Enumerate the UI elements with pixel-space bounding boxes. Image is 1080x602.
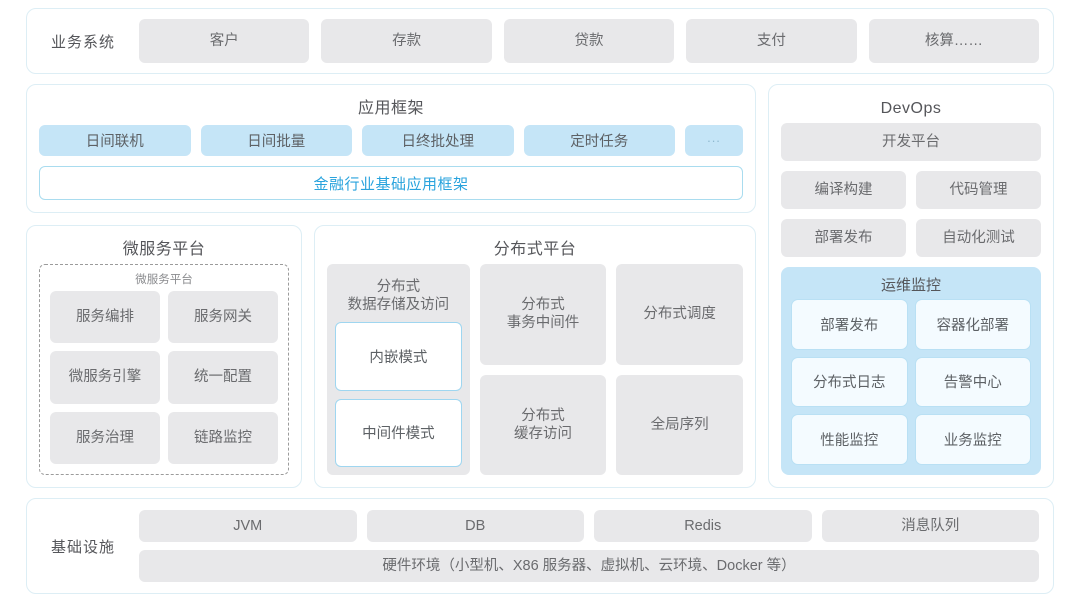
dist-chip-global-sequence[interactable]: 全局序列	[616, 374, 744, 475]
ops-monitoring-box: 运维监控 部署发布 容器化部署 分布式日志 告警中心 性能监控 业务监控	[781, 267, 1041, 475]
ops-chip-alert-center[interactable]: 告警中心	[914, 356, 1031, 408]
devops-chip-compile-build[interactable]: 编译构建	[781, 171, 906, 209]
ops-monitoring-title: 运维监控	[880, 277, 941, 294]
distributed-body: 分布式 数据存储及访问 内嵌模式 中间件模式 分布式 事务中间件 分布式 缓存访…	[327, 264, 744, 475]
app-framework-tag-row: 日间联机 日间批量 日终批处理 定时任务 ...	[39, 125, 743, 156]
ops-chip-distributed-logs[interactable]: 分布式日志	[791, 356, 908, 408]
infra-chip-message-queue[interactable]: 消息队列	[821, 510, 1039, 542]
dist-mode-middleware[interactable]: 中间件模式	[335, 398, 462, 467]
infrastructure-chip-row: JVM DB Redis 消息队列	[139, 510, 1039, 542]
business-system-label: 业务系统	[50, 33, 115, 51]
app-framework-panel: 应用框架 日间联机 日间批量 日终批处理 定时任务 ... 金融行业基础应用框架	[26, 84, 756, 213]
distributed-platform-title: 分布式平台	[493, 241, 577, 258]
app-tag-more[interactable]: ...	[685, 125, 743, 156]
ms-chip-service-orchestration[interactable]: 服务编排	[50, 291, 160, 344]
microservice-platform-title: 微服务平台	[122, 241, 206, 258]
microservice-dashed-box: 微服务平台 服务编排 服务网关 微服务引擎 统一配置 服务治理 链路监控	[39, 264, 289, 475]
ms-chip-microservice-engine[interactable]: 微服务引擎	[50, 351, 160, 404]
dist-chip-transaction-middleware[interactable]: 分布式 事务中间件	[479, 264, 607, 365]
business-chip-customer[interactable]: 客户	[139, 19, 310, 63]
dist-card-data-storage-access[interactable]: 分布式 数据存储及访问 内嵌模式 中间件模式	[327, 264, 470, 475]
devops-title: DevOps	[880, 100, 942, 117]
dist-chip-scheduling[interactable]: 分布式调度	[616, 264, 744, 365]
app-tag-daytime-batch[interactable]: 日间批量	[200, 125, 352, 156]
distributed-platform-panel: 分布式平台 分布式 数据存储及访问 内嵌模式 中间件模式 分布式 事务中间件 分…	[314, 225, 756, 488]
ms-chip-unified-config[interactable]: 统一配置	[168, 351, 278, 404]
infrastructure-hardware-row: 硬件环境（小型机、X86 服务器、虚拟机、云环境、Docker 等）	[139, 550, 1039, 582]
ops-chip-containerized-deploy[interactable]: 容器化部署	[914, 299, 1031, 350]
infrastructure-section: 基础设施 JVM DB Redis 消息队列 硬件环境（小型机、X86 服务器、…	[26, 498, 1054, 594]
ops-monitoring-grid: 部署发布 容器化部署 分布式日志 告警中心 性能监控 业务监控	[791, 299, 1031, 465]
business-chip-loan[interactable]: 贷款	[503, 19, 675, 63]
ms-chip-link-monitoring[interactable]: 链路监控	[168, 411, 278, 464]
business-chip-payment[interactable]: 支付	[686, 19, 857, 63]
middle-zone: 应用框架 日间联机 日间批量 日终批处理 定时任务 ... 金融行业基础应用框架…	[26, 84, 1054, 488]
ellipsis-icon: ...	[707, 130, 721, 145]
devops-pair-row-2: 部署发布 自动化测试	[781, 219, 1041, 257]
devops-chip-deploy-release[interactable]: 部署发布	[781, 219, 906, 257]
business-system-chip-row: 客户 存款 贷款 支付 核算……	[139, 19, 1040, 63]
ops-chip-performance-monitoring[interactable]: 性能监控	[791, 414, 908, 465]
dist-column-right: 分布式调度 全局序列	[616, 264, 744, 475]
ms-chip-service-gateway[interactable]: 服务网关	[168, 291, 278, 344]
dist-mode-embedded[interactable]: 内嵌模式	[335, 322, 462, 391]
dist-card-data-storage-caption: 分布式 数据存储及访问	[347, 279, 450, 314]
middle-left-column: 应用框架 日间联机 日间批量 日终批处理 定时任务 ... 金融行业基础应用框架…	[26, 84, 756, 488]
devops-pair-row-1: 编译构建 代码管理	[781, 171, 1041, 209]
ops-chip-deploy-release[interactable]: 部署发布	[791, 299, 908, 350]
microservice-item-grid: 服务编排 服务网关 微服务引擎 统一配置 服务治理 链路监控	[50, 291, 278, 464]
infra-chip-redis[interactable]: Redis	[594, 510, 812, 542]
devops-chip-code-management[interactable]: 代码管理	[916, 171, 1041, 209]
app-tag-eod-batch[interactable]: 日终批处理	[362, 125, 514, 156]
dist-column-middle: 分布式 事务中间件 分布式 缓存访问	[479, 264, 607, 475]
ops-chip-business-monitoring[interactable]: 业务监控	[914, 414, 1031, 465]
infra-chip-jvm[interactable]: JVM	[139, 510, 357, 542]
app-tag-daytime-online[interactable]: 日间联机	[39, 125, 191, 156]
business-system-section: 业务系统 客户 存款 贷款 支付 核算……	[26, 8, 1054, 74]
devops-panel: DevOps 开发平台 编译构建 代码管理 部署发布 自动化测试 运维监控 部署…	[768, 84, 1054, 488]
infrastructure-content: JVM DB Redis 消息队列 硬件环境（小型机、X86 服务器、虚拟机、云…	[139, 510, 1039, 582]
infra-chip-hardware-environment[interactable]: 硬件环境（小型机、X86 服务器、虚拟机、云环境、Docker 等）	[139, 550, 1039, 582]
app-tag-scheduled-task[interactable]: 定时任务	[523, 125, 675, 156]
business-chip-accounting[interactable]: 核算……	[868, 19, 1040, 63]
finance-base-framework-bar[interactable]: 金融行业基础应用框架	[39, 166, 743, 200]
middle-right-column: DevOps 开发平台 编译构建 代码管理 部署发布 自动化测试 运维监控 部署…	[768, 84, 1054, 488]
business-chip-deposit[interactable]: 存款	[321, 19, 492, 63]
microservice-platform-panel: 微服务平台 微服务平台 服务编排 服务网关 微服务引擎 统一配置 服务治理 链路…	[26, 225, 302, 488]
dist-storage-modes: 内嵌模式 中间件模式	[335, 322, 462, 467]
dist-chip-cache-access[interactable]: 分布式 缓存访问	[479, 374, 607, 475]
devops-chip-automated-testing[interactable]: 自动化测试	[916, 219, 1041, 257]
ms-chip-service-governance[interactable]: 服务治理	[50, 411, 160, 464]
infra-chip-db[interactable]: DB	[366, 510, 584, 542]
devops-chip-dev-platform[interactable]: 开发平台	[781, 123, 1041, 161]
platforms-row: 微服务平台 微服务平台 服务编排 服务网关 微服务引擎 统一配置 服务治理 链路…	[26, 225, 756, 488]
app-framework-title: 应用框架	[357, 100, 424, 117]
infrastructure-label: 基础设施	[50, 538, 115, 556]
microservice-inner-title: 微服务平台	[135, 274, 193, 286]
